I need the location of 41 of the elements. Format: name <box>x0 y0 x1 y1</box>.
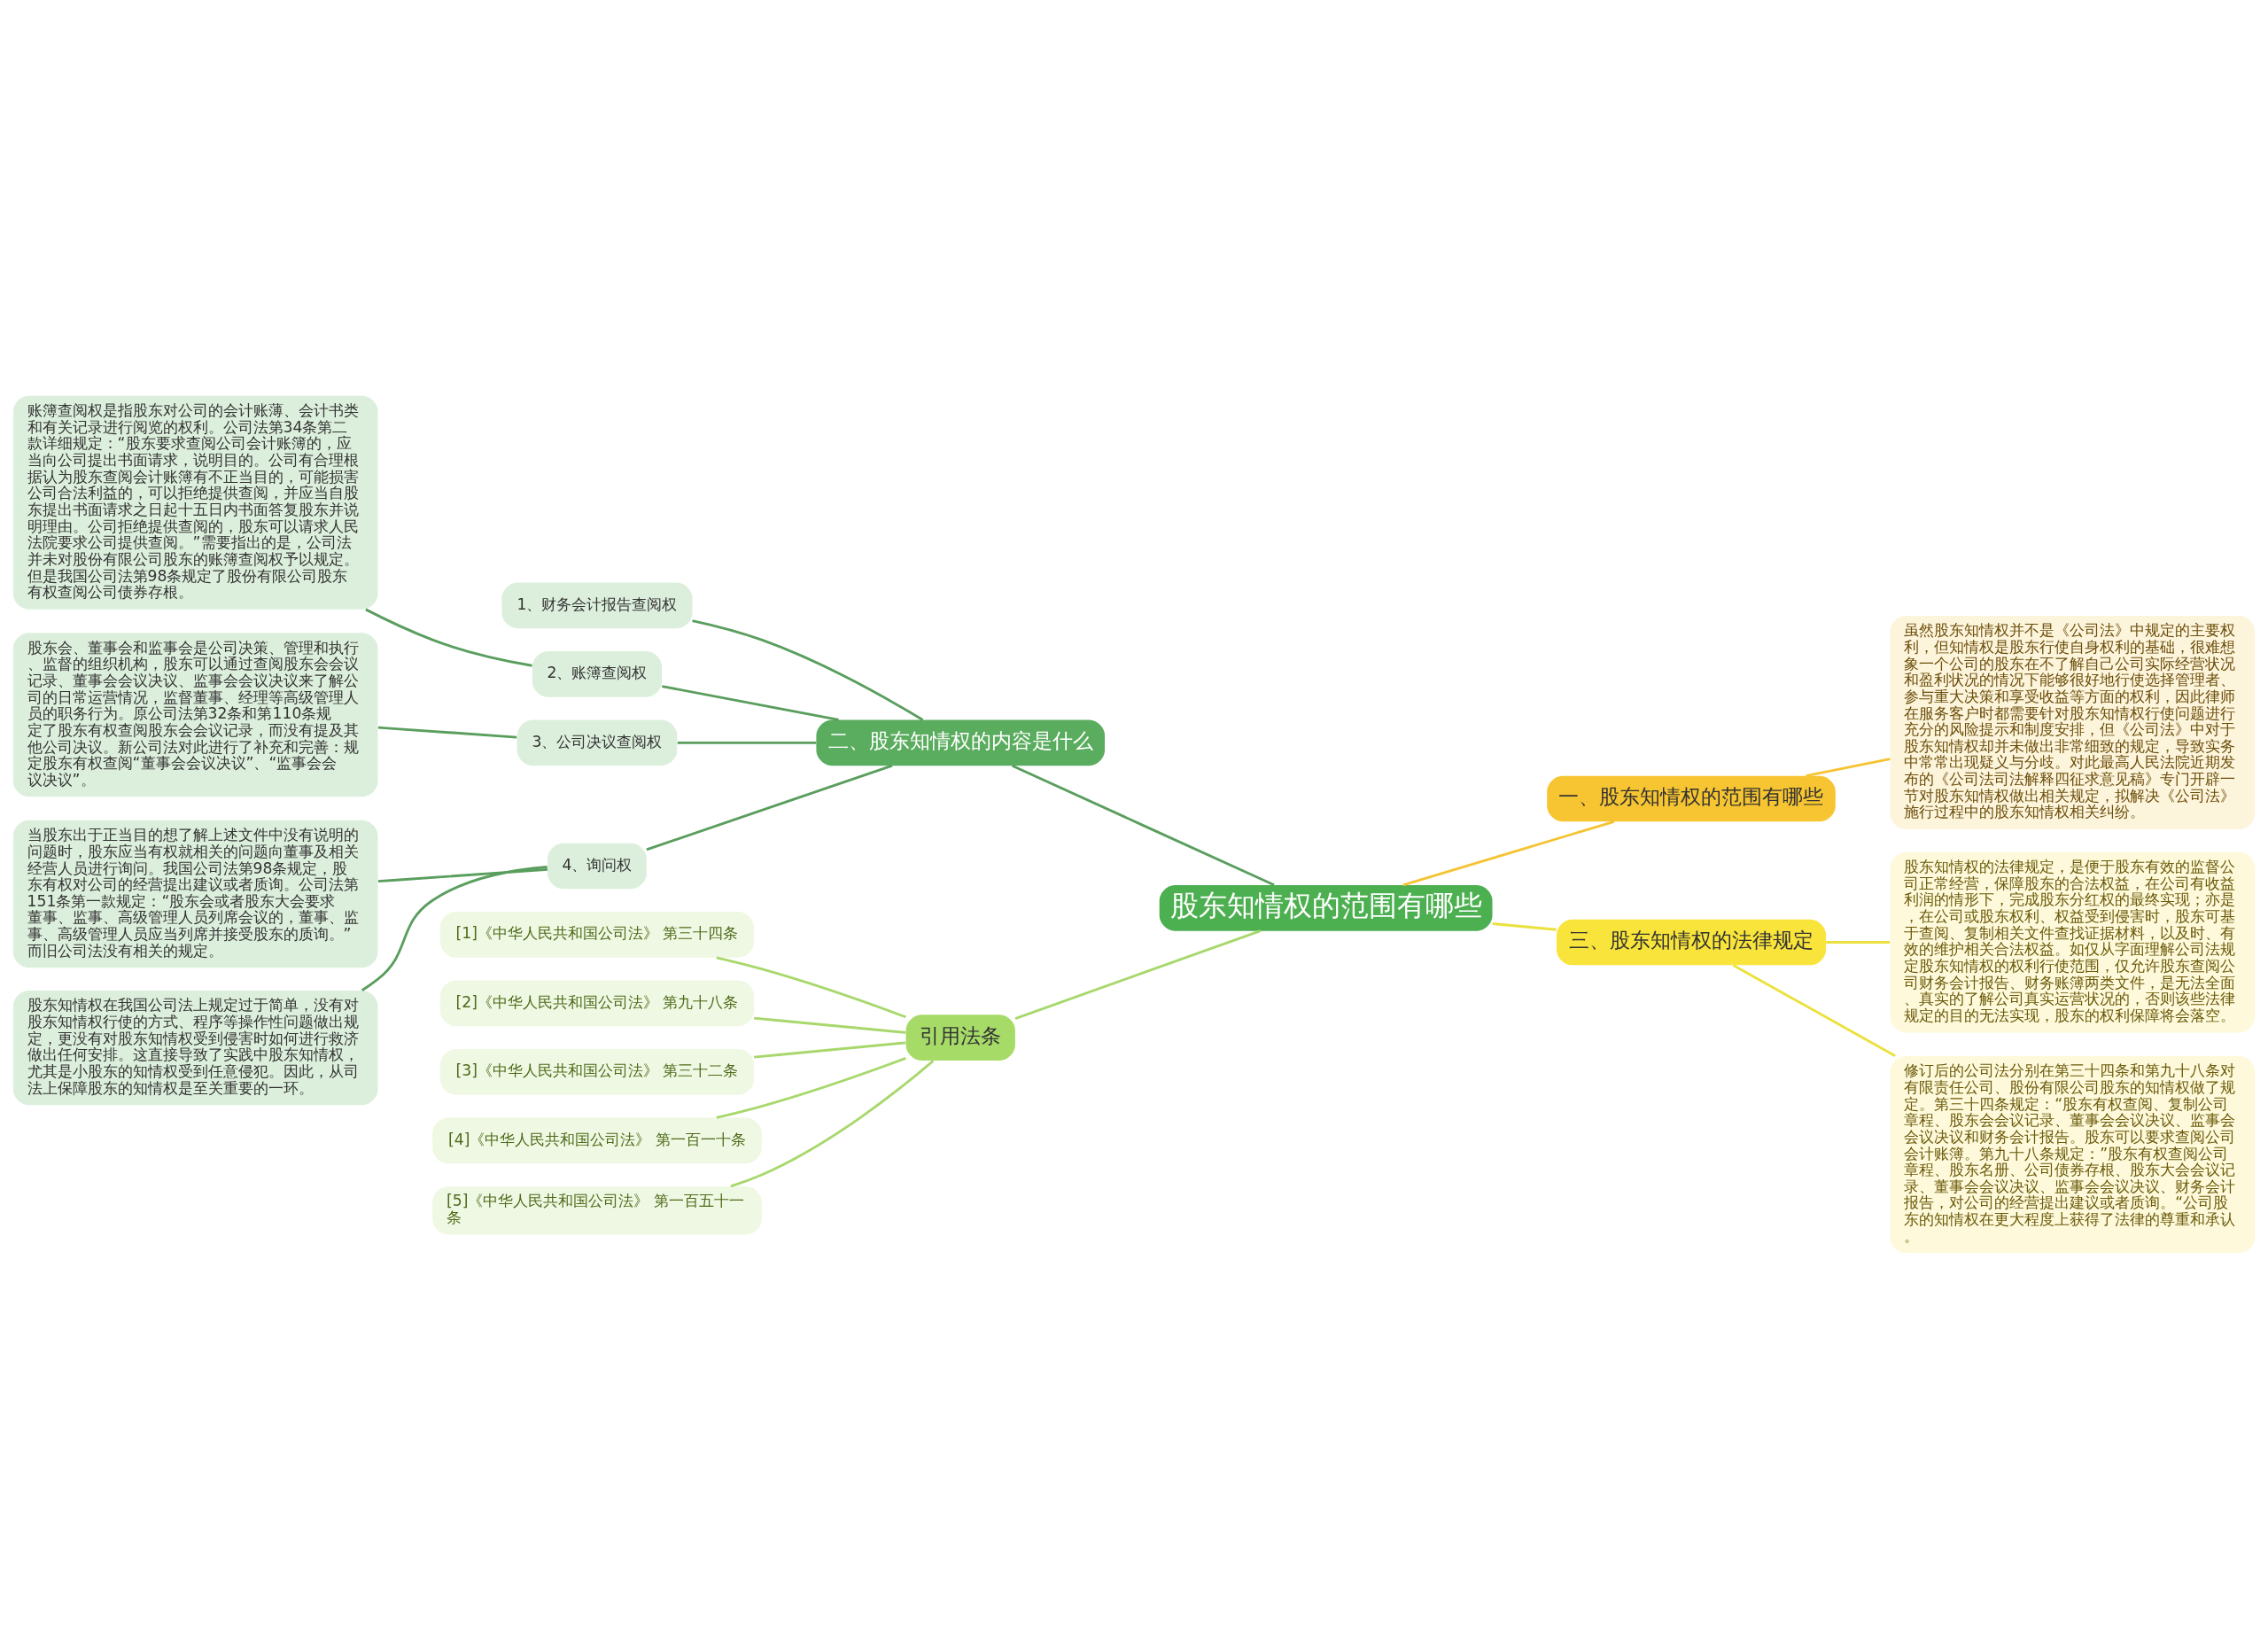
node-box: 2、账簿查阅权 <box>532 650 663 697</box>
connector <box>1012 764 1275 886</box>
node-box: [5]《中华人民共和国公司法》 第一百五十一条 <box>432 1185 762 1234</box>
connector <box>716 1056 906 1119</box>
node-box: 引用法条 <box>905 1014 1015 1061</box>
connector <box>1492 921 1557 931</box>
node-box: 股东知情权的范围有哪些 <box>1159 884 1493 931</box>
node-box: 三、股东知情权的法律规定 <box>1556 919 1827 965</box>
node-box: 1、财务会计报告查阅权 <box>501 582 693 628</box>
connector <box>753 1040 906 1059</box>
connector <box>1402 820 1615 886</box>
connector <box>365 608 532 667</box>
connector <box>753 1016 906 1034</box>
connector <box>377 726 517 738</box>
connector <box>1014 929 1262 1020</box>
connector <box>1732 963 1896 1057</box>
connector <box>662 684 839 721</box>
connector <box>646 764 893 851</box>
connector <box>1806 757 1891 777</box>
connector <box>692 618 924 721</box>
node-box: [3]《中华人民共和国公司法》 第三十二条 <box>439 1048 755 1095</box>
node-box: [1]《中华人民共和国公司法》 第三十四条 <box>439 911 755 958</box>
node-box: 一、股东知情权的范围有哪些 <box>1547 775 1836 821</box>
node-box: 3、公司决议查阅权 <box>517 719 678 766</box>
connector <box>377 867 548 882</box>
node-box: 4、询问权 <box>548 843 647 889</box>
node-box: [4]《中华人民共和国公司法》 第一百一十条 <box>432 1117 762 1163</box>
node-box: 股东知情权的法律规定，是便于股东有效的监督公司正常经营，保障股东的合法权益，在公司有收益利润的情形下，完成股东分红权的最终实现；亦是，在公司或股东权利、权益受到侵害时，股东可基于查阅、复制相关文件查找证据材料，以及时、有效的维护相关合法权益。如仅从字面理解公司法规定股东知情权的权利行使范围，仅允许股东查阅公司财务会计报告、财务账簿两类文件，是无法全面、真实的了解公司真实运营状况的，否则该些法律规定的目的无法实现，股东的权利保障将会落空。 <box>1890 851 2256 1032</box>
node-box: 账簿查阅权是指股东对公司的会计账薄、会计书类和有关记录进行阅览的权利。公司法第34条第二款详细规定：“股东要求查阅公司会计账簿的，应当向公司提出书面请求，说明目的。公司有合理根据认为股东查阅会计账簿有不正当目的，可能损害公司合法利益的，可以拒绝提供查阅，并应当自股东提出书面请求之日起十五日内书面答复股东并说明理由。公司拒绝提供查阅的，股东可以请求人民法院要求公司提供查阅。”需要指出的是，公司法并未对股份有限公司股东的账簿查阅权予以规定。但是我国公司法第98条规定了股份有限公司股东有权查阅公司债券存根。 <box>12 395 378 610</box>
connector <box>730 1059 935 1187</box>
node-box: 二、股东知情权的内容是什么 <box>816 719 1105 766</box>
node-box: 股东会、董事会和监事会是公司决策、管理和执行、监督的组织机构，股东可以通过查阅股东会会议记录、董事会会议决议、监事会会议决议来了解公司的日常运营情况，监督董事、经理等高级管理人员的职务行为。原公司法第32条和第110条规定了股东有权查阅股东会会议记录，而没有提及其他公司决议。新公司法对此进行了补充和完善：规定股东有权查阅“董事会会议决议”、“监事会会议决议”。 <box>12 632 378 797</box>
connector <box>1826 940 1891 944</box>
node-box: 虽然股东知情权并不是《公司法》中规定的主要权利，但知情权是股东行使自身权利的基础，很难想象一个公司的股东在不了解自己公司实际经营状况和盈利状况的情况下能够很好地行使选择管理者、参与重大决策和享受收益等方面的权利，因此律师在服务客户时都需要针对股东知情权行使问题进行充分的风险提示和制度安排，但《公司法》中对于股东知情权却并未做出非常细致的规定，导致实务中常常出现疑义与分歧。对此最高人民法院近期发布的《公司法司法解释四征求意见稿》专门开辟一节对股东知情权做出相关规定，拟解决《公司法》施行过程中的股东知情权相关纠纷。 <box>1890 615 2256 829</box>
connector <box>677 741 817 744</box>
connector <box>716 955 906 1018</box>
node-box: 当股东出于正当目的想了解上述文件中没有说明的问题时，股东应当有权就相关的问题向董事及相关经营人员进行询问。我国公司法第98条规定，股东有权对公司的经营提出建议或者质询。公司法第151条第一款规定：“股东会或者股东大会要求董事、监事、高级管理人员列席会议的，董事、监事、高级管理人员应当列席并接受股东的质询。”而旧公司法没有相关的规定。 <box>12 820 378 968</box>
connector <box>361 865 548 991</box>
node-box: 修订后的公司法分别在第三十四条和第九十八条对有限责任公司、股份有限公司股东的知情权做了规定。第三十四条规定：“股东有权查阅、复制公司章程、股东会会议记录、董事会会议决议、监事会会议决议和财务会计报告。股东可以要求查阅公司会计账簿。第九十八条规定：”股东有权查阅公司章程、股东名册、公司债券存根、股东大会会议记录、董事会会议决议、监事会会议决议、财务会计报告，对公司的经营提出建议或者质询。“公司股东的知情权在更大程度上获得了法律的尊重和承认。 <box>1890 1055 2256 1253</box>
node-box: 股东知情权在我国公司法上规定过于简单，没有对股东知情权行使的方式、程序等操作性问题做出规定，更没有对股东知情权受到侵害时如何进行救济做出任何安排。这直接导致了实践中股东知情权，尤其是小股东的知情权受到任意侵犯。因此，从司法上保障股东的知情权是至关重要的一环。 <box>12 990 378 1105</box>
node-box: [2]《中华人民共和国公司法》 第九十八条 <box>439 980 755 1026</box>
